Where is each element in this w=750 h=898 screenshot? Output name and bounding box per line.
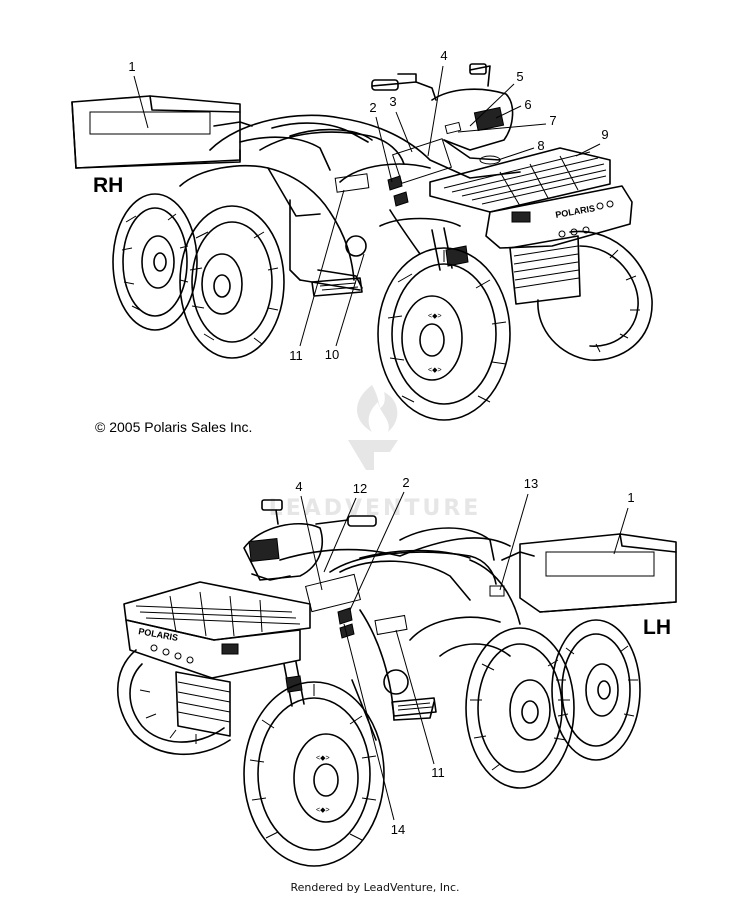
- rh-front-wheel-2: [537, 230, 653, 361]
- leadventure-watermark: LEADVENTURE: [269, 385, 478, 521]
- lh-body: POLARIS: [123, 499, 521, 741]
- rh-side-label: RH: [93, 174, 123, 197]
- callout-rh-4: 4: [440, 48, 447, 63]
- callout-rh-6: 6: [524, 97, 531, 112]
- rh-cargo-box: [71, 95, 253, 169]
- lh-rear-wheel-1: [551, 619, 641, 761]
- callout-lh-11: 11: [431, 765, 445, 780]
- callout-rh-1: 1: [128, 59, 135, 74]
- callout-rh-10: 10: [325, 347, 339, 362]
- callout-lh-1: 1: [627, 490, 634, 505]
- callout-rh-8: 8: [537, 138, 544, 153]
- rh-body: POLARIS: [179, 63, 633, 305]
- lh-rear-wheel-2: [465, 627, 575, 789]
- rh-polaris-decal: POLARIS: [555, 203, 596, 220]
- rh-rear-wheel-1: [112, 193, 198, 331]
- callout-rh-9: 9: [601, 127, 608, 142]
- rh-callouts: 1 2 3 4 5 6 7 8 9 10 11: [128, 48, 608, 363]
- lh-atv-illustration: POLARIS: [117, 499, 677, 867]
- svg-text:<◆>: <◆>: [428, 367, 442, 374]
- copyright-text: © 2005 Polaris Sales Inc.: [95, 419, 252, 435]
- rh-atv-illustration: POLARIS: [71, 63, 653, 421]
- lh-cargo-box: [501, 533, 677, 613]
- callout-rh-5: 5: [516, 69, 523, 84]
- callout-rh-2: 2: [369, 100, 376, 115]
- lh-side-label: LH: [643, 616, 671, 639]
- callout-rh-3: 3: [389, 94, 396, 109]
- rh-rear-wheel-2: [179, 205, 285, 359]
- callout-lh-14: 14: [391, 822, 405, 837]
- callout-lh-2: 2: [402, 475, 409, 490]
- callout-rh-7: 7: [549, 113, 556, 128]
- callout-lh-12: 12: [353, 481, 367, 496]
- rh-front-wheel-1: <◆> <◆>: [377, 247, 511, 421]
- footer-credit: Rendered by LeadVenture, Inc.: [290, 881, 459, 894]
- svg-text:<◆>: <◆>: [428, 313, 442, 320]
- lh-front-wheel-near: <◆> <◆>: [243, 681, 385, 867]
- lh-polaris-decal: POLARIS: [138, 626, 179, 643]
- svg-text:<◆>: <◆>: [316, 807, 330, 814]
- callout-lh-13: 13: [524, 476, 538, 491]
- callout-rh-11: 11: [289, 348, 303, 363]
- lh-front-wheel-far: [117, 649, 231, 756]
- svg-text:<◆>: <◆>: [316, 755, 330, 762]
- callout-lh-4: 4: [295, 479, 302, 494]
- lh-callouts: 4 12 2 13 1 11 14: [295, 475, 634, 837]
